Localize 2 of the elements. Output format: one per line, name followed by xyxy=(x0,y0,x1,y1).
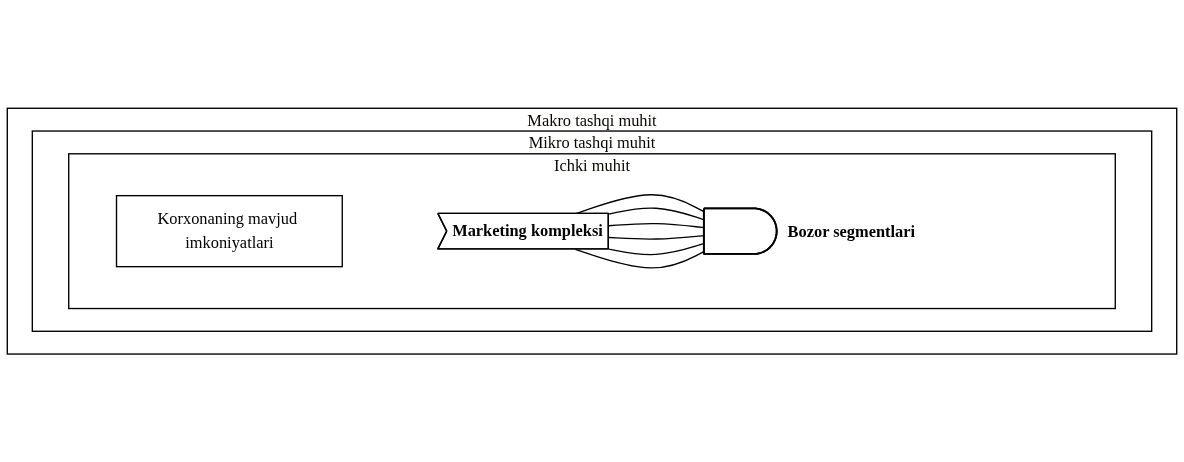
segment-label: Bozor segmentlari xyxy=(787,221,916,241)
node-box: Korxonaning mavjud imkoniyatlari xyxy=(115,194,343,268)
